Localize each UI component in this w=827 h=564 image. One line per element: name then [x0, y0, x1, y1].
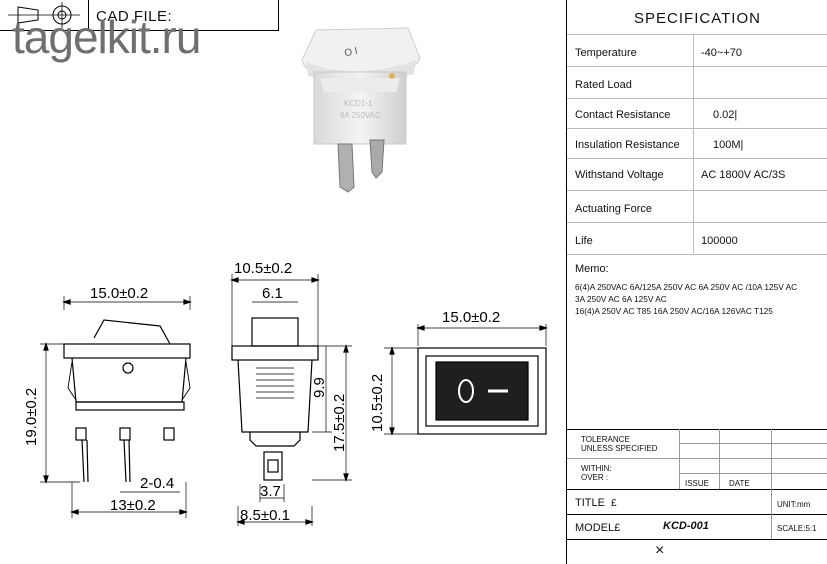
watermark: tagelkit.ru: [12, 11, 201, 63]
close-mark-icon: ×: [655, 542, 665, 559]
model-value: KCD-001: [663, 520, 709, 532]
spec-divider: [693, 34, 694, 253]
issue-label: ISSUE: [685, 479, 710, 488]
unit-label: UNIT:mm: [777, 500, 811, 509]
spec-value: 100M|: [713, 139, 744, 151]
spec-row: Insulation Resistance 100M|: [567, 128, 827, 159]
spec-value: AC 1800V AC/3S: [701, 169, 786, 181]
tolerance-sub-label: UNLESS SPECIFIED: [581, 444, 658, 453]
title-mark: £: [611, 498, 617, 509]
scale-label: SCALE:5:1: [777, 524, 817, 533]
dim-pin-pitch: 13±0.2: [110, 497, 156, 514]
spec-row: Temperature -40~+70: [567, 34, 827, 67]
photo-text-1: KCD1-1: [344, 99, 373, 108]
dim-side-top: 6.1: [262, 285, 283, 302]
spec-row: Actuating Force: [567, 190, 827, 223]
tb-line: [567, 539, 827, 540]
memo-label: Memo:: [575, 263, 609, 275]
dim-top-height: 10.5±0.2: [369, 374, 386, 432]
tb-line: [719, 429, 720, 489]
dim-side-height: 17.5±0.2: [331, 394, 348, 452]
spec-label: Life: [575, 235, 593, 247]
spec-label: Withstand Voltage: [575, 169, 664, 181]
tb-line: [567, 514, 827, 515]
front-view-drawing: 15.0±0.2 19.0±0.2 2-0.4 13±0.2: [23, 285, 192, 518]
spec-label: Temperature: [575, 47, 637, 59]
dim-side-body: 9.9: [311, 377, 328, 398]
spec-row: Contact Resistance 0.02|: [567, 98, 827, 129]
spec-value: 0.02|: [713, 109, 738, 121]
product-photo: KCD1-1 6A 250VAC O I: [301, 27, 421, 193]
spec-value: 100000: [701, 235, 738, 247]
title-label: TITLE: [575, 497, 605, 509]
tb-line: [679, 443, 827, 444]
cad-file-label: CAD FILE:: [96, 8, 173, 25]
dim-side-pin: 3.7: [260, 483, 281, 500]
dim-side-base: 8.5±0.1: [240, 507, 290, 524]
cad-logo-box: [0, 0, 89, 31]
tb-line: [771, 429, 772, 539]
model-label: MODEL£: [575, 522, 621, 534]
spec-title: SPECIFICATION: [634, 10, 761, 27]
memo-line: 16(4)A 250V AC T85 16A 250V AC/16A 126VA…: [575, 306, 773, 316]
tb-line: [567, 489, 827, 490]
cad-logo-icon: [8, 2, 80, 28]
photo-rocker-marks: O I: [343, 46, 358, 60]
tb-line: [567, 429, 827, 430]
dim-side-width: 10.5±0.2: [234, 260, 292, 277]
within-label: WITHIN:: [581, 464, 612, 473]
tb-line: [679, 473, 827, 474]
memo-line: 6(4)A 250VAC 6A/125A 250V AC 6A 250V AC …: [575, 282, 798, 292]
over-label: OVER :: [581, 473, 609, 482]
dim-pin-spacing: 2-0.4: [140, 475, 174, 492]
spec-row: Rated Load: [567, 66, 827, 99]
spec-value: -40~+70: [701, 47, 742, 59]
side-view-drawing: 10.5±0.2 6.1 9.9 17.5±0.2 3.7 8.5±0.1: [230, 260, 352, 526]
spec-label: Rated Load: [575, 79, 632, 91]
tolerance-label: TOLERANCE: [581, 435, 630, 444]
date-label: DATE: [729, 479, 750, 488]
spec-label: Contact Resistance: [575, 109, 671, 121]
dim-front-width: 15.0±0.2: [90, 285, 148, 302]
header-line: [88, 0, 279, 31]
dim-front-height: 19.0±0.2: [23, 388, 40, 446]
top-view-drawing: 15.0±0.2 10.5±0.2: [369, 309, 548, 436]
dim-top-width: 15.0±0.2: [442, 309, 500, 326]
tb-line: [679, 429, 680, 489]
specification-panel: SPECIFICATION Temperature -40~+70 Rated …: [566, 0, 827, 564]
spec-row: Withstand Voltage AC 1800V AC/3S: [567, 158, 827, 191]
tb-line: [567, 458, 827, 459]
memo-line: 3A 250V AC 6A 125V AC: [575, 294, 667, 304]
spec-row: Life 100000: [567, 222, 827, 255]
spec-label: Actuating Force: [575, 203, 653, 215]
photo-text-2: 6A 250VAC: [340, 111, 381, 120]
spec-label: Insulation Resistance: [575, 139, 680, 151]
